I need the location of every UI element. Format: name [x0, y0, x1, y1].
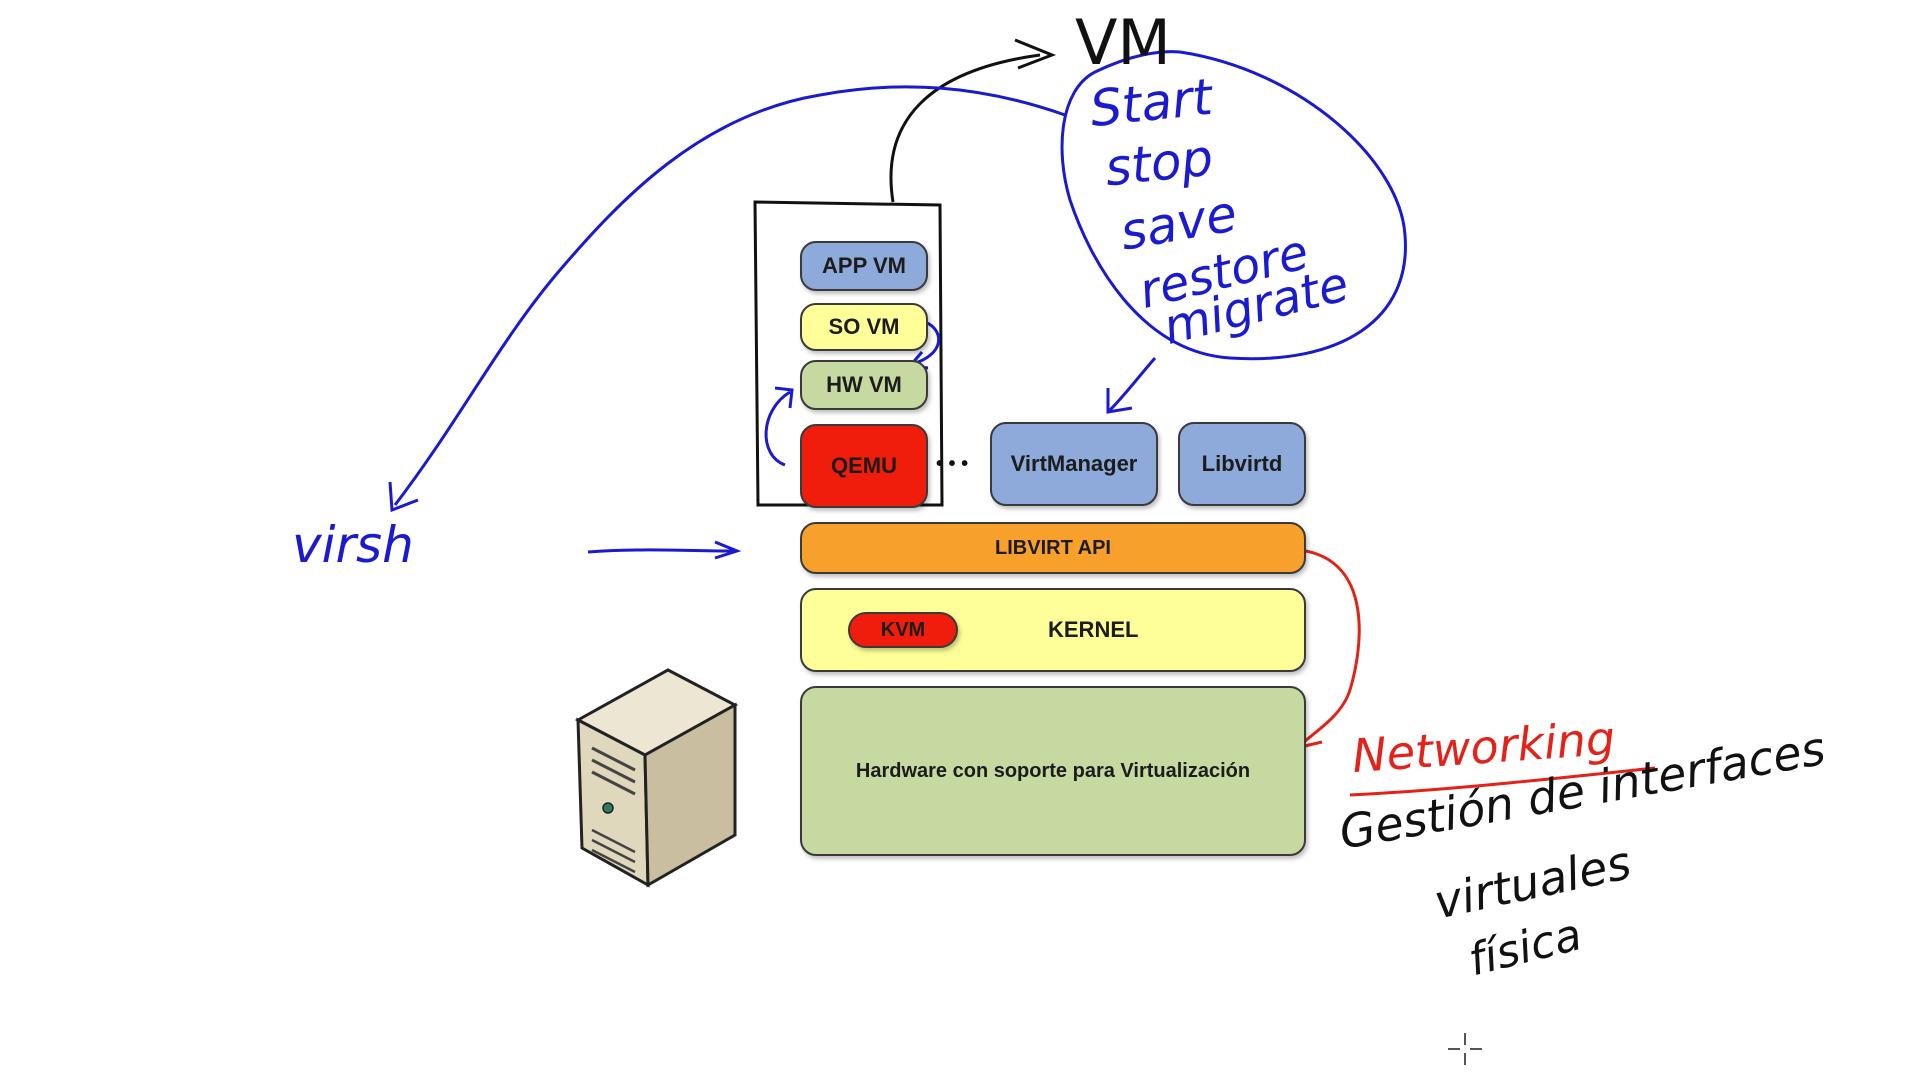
so-vm-box: SO VM: [800, 303, 928, 351]
crosshair-cursor-icon: [1448, 1033, 1482, 1065]
qemu-to-hw-head: [774, 386, 794, 409]
app-vm-label: APP VM: [822, 253, 906, 278]
virsh-arc: [393, 85, 1066, 506]
hw-vm-box: HW VM: [800, 360, 928, 410]
kvm-pill: KVM: [848, 612, 958, 648]
operations-loop: [1060, 50, 1407, 361]
so-to-hw-arrow: [911, 320, 941, 366]
hardware-box: Hardware con soporte para Virtualización: [800, 686, 1306, 856]
virtmanager-arrow: [1108, 357, 1157, 412]
vm-note: VM: [1075, 6, 1171, 79]
qemu-to-hw-arrow: [764, 390, 791, 467]
qemu-label: QEMU: [831, 453, 897, 478]
qemu-box: QEMU: [800, 424, 928, 508]
kernel-label: KERNEL: [1048, 617, 1139, 642]
server-tower-icon: [574, 668, 739, 888]
vm-arrow: [889, 53, 1041, 203]
so-vm-label: SO VM: [828, 314, 900, 339]
app-vm-box: APP VM: [800, 241, 928, 291]
libvirt-api-label: LIBVIRT API: [995, 536, 1111, 559]
virtmanager-arrow-head: [1106, 388, 1133, 414]
vm-arrow-head: [1014, 38, 1057, 70]
networking-underline: [1349, 766, 1656, 797]
hardware-label: Hardware con soporte para Virtualización: [855, 759, 1251, 782]
virsh-note: virsh: [292, 516, 414, 574]
virsh-arc-head: [388, 481, 419, 513]
virsh-to-api-head: [714, 540, 742, 560]
libvirtd-box: Libvirtd: [1178, 422, 1306, 506]
operation-stop: stop: [1102, 128, 1216, 198]
libvirtd-label: Libvirtd: [1201, 451, 1283, 476]
hw-vm-label: HW VM: [826, 372, 902, 397]
operation-start: Start: [1087, 67, 1215, 139]
kvm-label: KVM: [880, 618, 926, 641]
networking-arrow: [1299, 548, 1361, 747]
virtmanager-label: VirtManager: [1010, 451, 1138, 476]
vm-stack-frame: [753, 200, 944, 507]
virsh-to-api-arrow: [587, 548, 736, 554]
ellipsis: • • •: [936, 453, 969, 475]
libvirt-api-box: LIBVIRT API: [800, 522, 1306, 574]
virtmanager-box: VirtManager: [990, 422, 1158, 506]
